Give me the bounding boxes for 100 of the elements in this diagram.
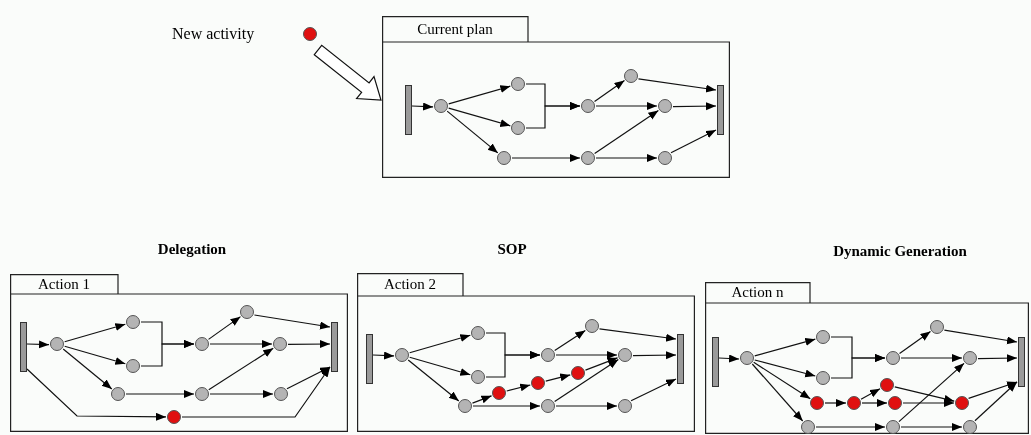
activity-node bbox=[618, 348, 632, 362]
arrow bbox=[511, 154, 581, 162]
activity-node bbox=[816, 371, 830, 385]
sync-bar bbox=[711, 337, 719, 387]
arrow bbox=[598, 328, 677, 342]
activity-node bbox=[497, 151, 511, 165]
new-activity-node bbox=[492, 386, 506, 400]
plan-panel bbox=[10, 274, 348, 432]
sync-bar bbox=[330, 322, 338, 372]
arrow bbox=[287, 340, 331, 349]
arrow bbox=[140, 340, 195, 367]
activity-node bbox=[963, 351, 977, 365]
arrow bbox=[26, 368, 167, 421]
arrow bbox=[207, 316, 242, 340]
arrow bbox=[632, 351, 677, 360]
activity-node bbox=[581, 99, 595, 113]
sync-bar bbox=[365, 334, 373, 384]
arrow bbox=[967, 381, 1018, 400]
arrow bbox=[485, 351, 541, 378]
activity-node bbox=[511, 121, 525, 135]
arrow bbox=[830, 354, 886, 379]
arrow bbox=[898, 362, 965, 423]
plan-panel bbox=[382, 16, 730, 178]
new-activity-node bbox=[888, 396, 902, 410]
activity-node bbox=[195, 387, 209, 401]
sync-bar bbox=[19, 322, 27, 372]
arrow bbox=[545, 373, 571, 382]
activity-label: New activity bbox=[172, 22, 300, 46]
sync-bar bbox=[716, 85, 724, 135]
activity-node bbox=[930, 320, 944, 334]
activity-node bbox=[618, 399, 632, 413]
arrow bbox=[64, 323, 126, 343]
arrow bbox=[446, 110, 499, 154]
sync-bar bbox=[1017, 337, 1025, 387]
activity-node bbox=[801, 420, 815, 434]
activity-node bbox=[434, 99, 448, 113]
panel-title: Action 1 bbox=[36, 275, 92, 294]
arrow bbox=[286, 366, 331, 390]
arrow bbox=[754, 337, 816, 357]
activity-node bbox=[274, 387, 288, 401]
activity-node bbox=[126, 315, 140, 329]
arrow bbox=[409, 334, 471, 354]
activity-node bbox=[740, 351, 754, 365]
arrow bbox=[471, 395, 493, 404]
activity-node bbox=[395, 348, 409, 362]
activity-node bbox=[581, 151, 595, 165]
arrow bbox=[815, 423, 886, 431]
arrow bbox=[898, 331, 932, 354]
section-title: Dynamic Generation bbox=[833, 243, 967, 260]
activity-node bbox=[658, 99, 672, 113]
new-activity-node bbox=[955, 396, 969, 410]
arrow bbox=[209, 390, 274, 398]
arrow bbox=[594, 109, 659, 155]
new-activity-node bbox=[571, 366, 585, 380]
new-activity-node bbox=[303, 27, 317, 41]
new-activity-node bbox=[880, 378, 894, 392]
arrow bbox=[718, 354, 740, 363]
arrow bbox=[62, 348, 113, 390]
arrow bbox=[448, 85, 511, 105]
panel-title: Current plan bbox=[416, 20, 494, 39]
activity-node bbox=[458, 399, 472, 413]
section-title: SOP bbox=[497, 241, 527, 258]
arrow bbox=[525, 102, 581, 129]
activity-node bbox=[126, 359, 140, 373]
arrow bbox=[670, 129, 717, 154]
activity-node bbox=[541, 399, 555, 413]
arrow bbox=[554, 358, 619, 403]
new-activity-node bbox=[167, 410, 181, 424]
activity-node bbox=[471, 326, 485, 340]
arrow bbox=[860, 388, 881, 400]
activity-node bbox=[511, 77, 525, 91]
arrow bbox=[208, 347, 274, 391]
arrow bbox=[407, 359, 460, 402]
panel-title: Action n bbox=[730, 283, 785, 302]
arrow bbox=[506, 383, 531, 392]
arrow bbox=[125, 390, 195, 398]
activity-node bbox=[816, 330, 830, 344]
activity-node bbox=[541, 348, 555, 362]
arrow bbox=[900, 354, 963, 362]
arrow bbox=[181, 366, 331, 418]
arrow bbox=[753, 361, 811, 400]
arrow bbox=[630, 378, 677, 402]
activity-node bbox=[195, 337, 209, 351]
activity-node bbox=[886, 351, 900, 365]
panel-title: Action 2 bbox=[382, 275, 438, 294]
activity-node bbox=[240, 305, 254, 319]
plan-panel bbox=[357, 273, 695, 432]
arrow bbox=[26, 340, 50, 349]
block-arrow bbox=[313, 44, 382, 101]
activity-node bbox=[111, 387, 125, 401]
arrow bbox=[974, 381, 1018, 422]
arrow bbox=[824, 399, 847, 407]
arrow bbox=[637, 78, 717, 93]
plan-panel bbox=[705, 282, 1029, 434]
sync-bar bbox=[404, 85, 412, 135]
arrow bbox=[555, 402, 618, 410]
arrow bbox=[861, 399, 888, 407]
arrow bbox=[894, 386, 955, 403]
arrow bbox=[595, 154, 658, 162]
arrow bbox=[448, 107, 511, 127]
